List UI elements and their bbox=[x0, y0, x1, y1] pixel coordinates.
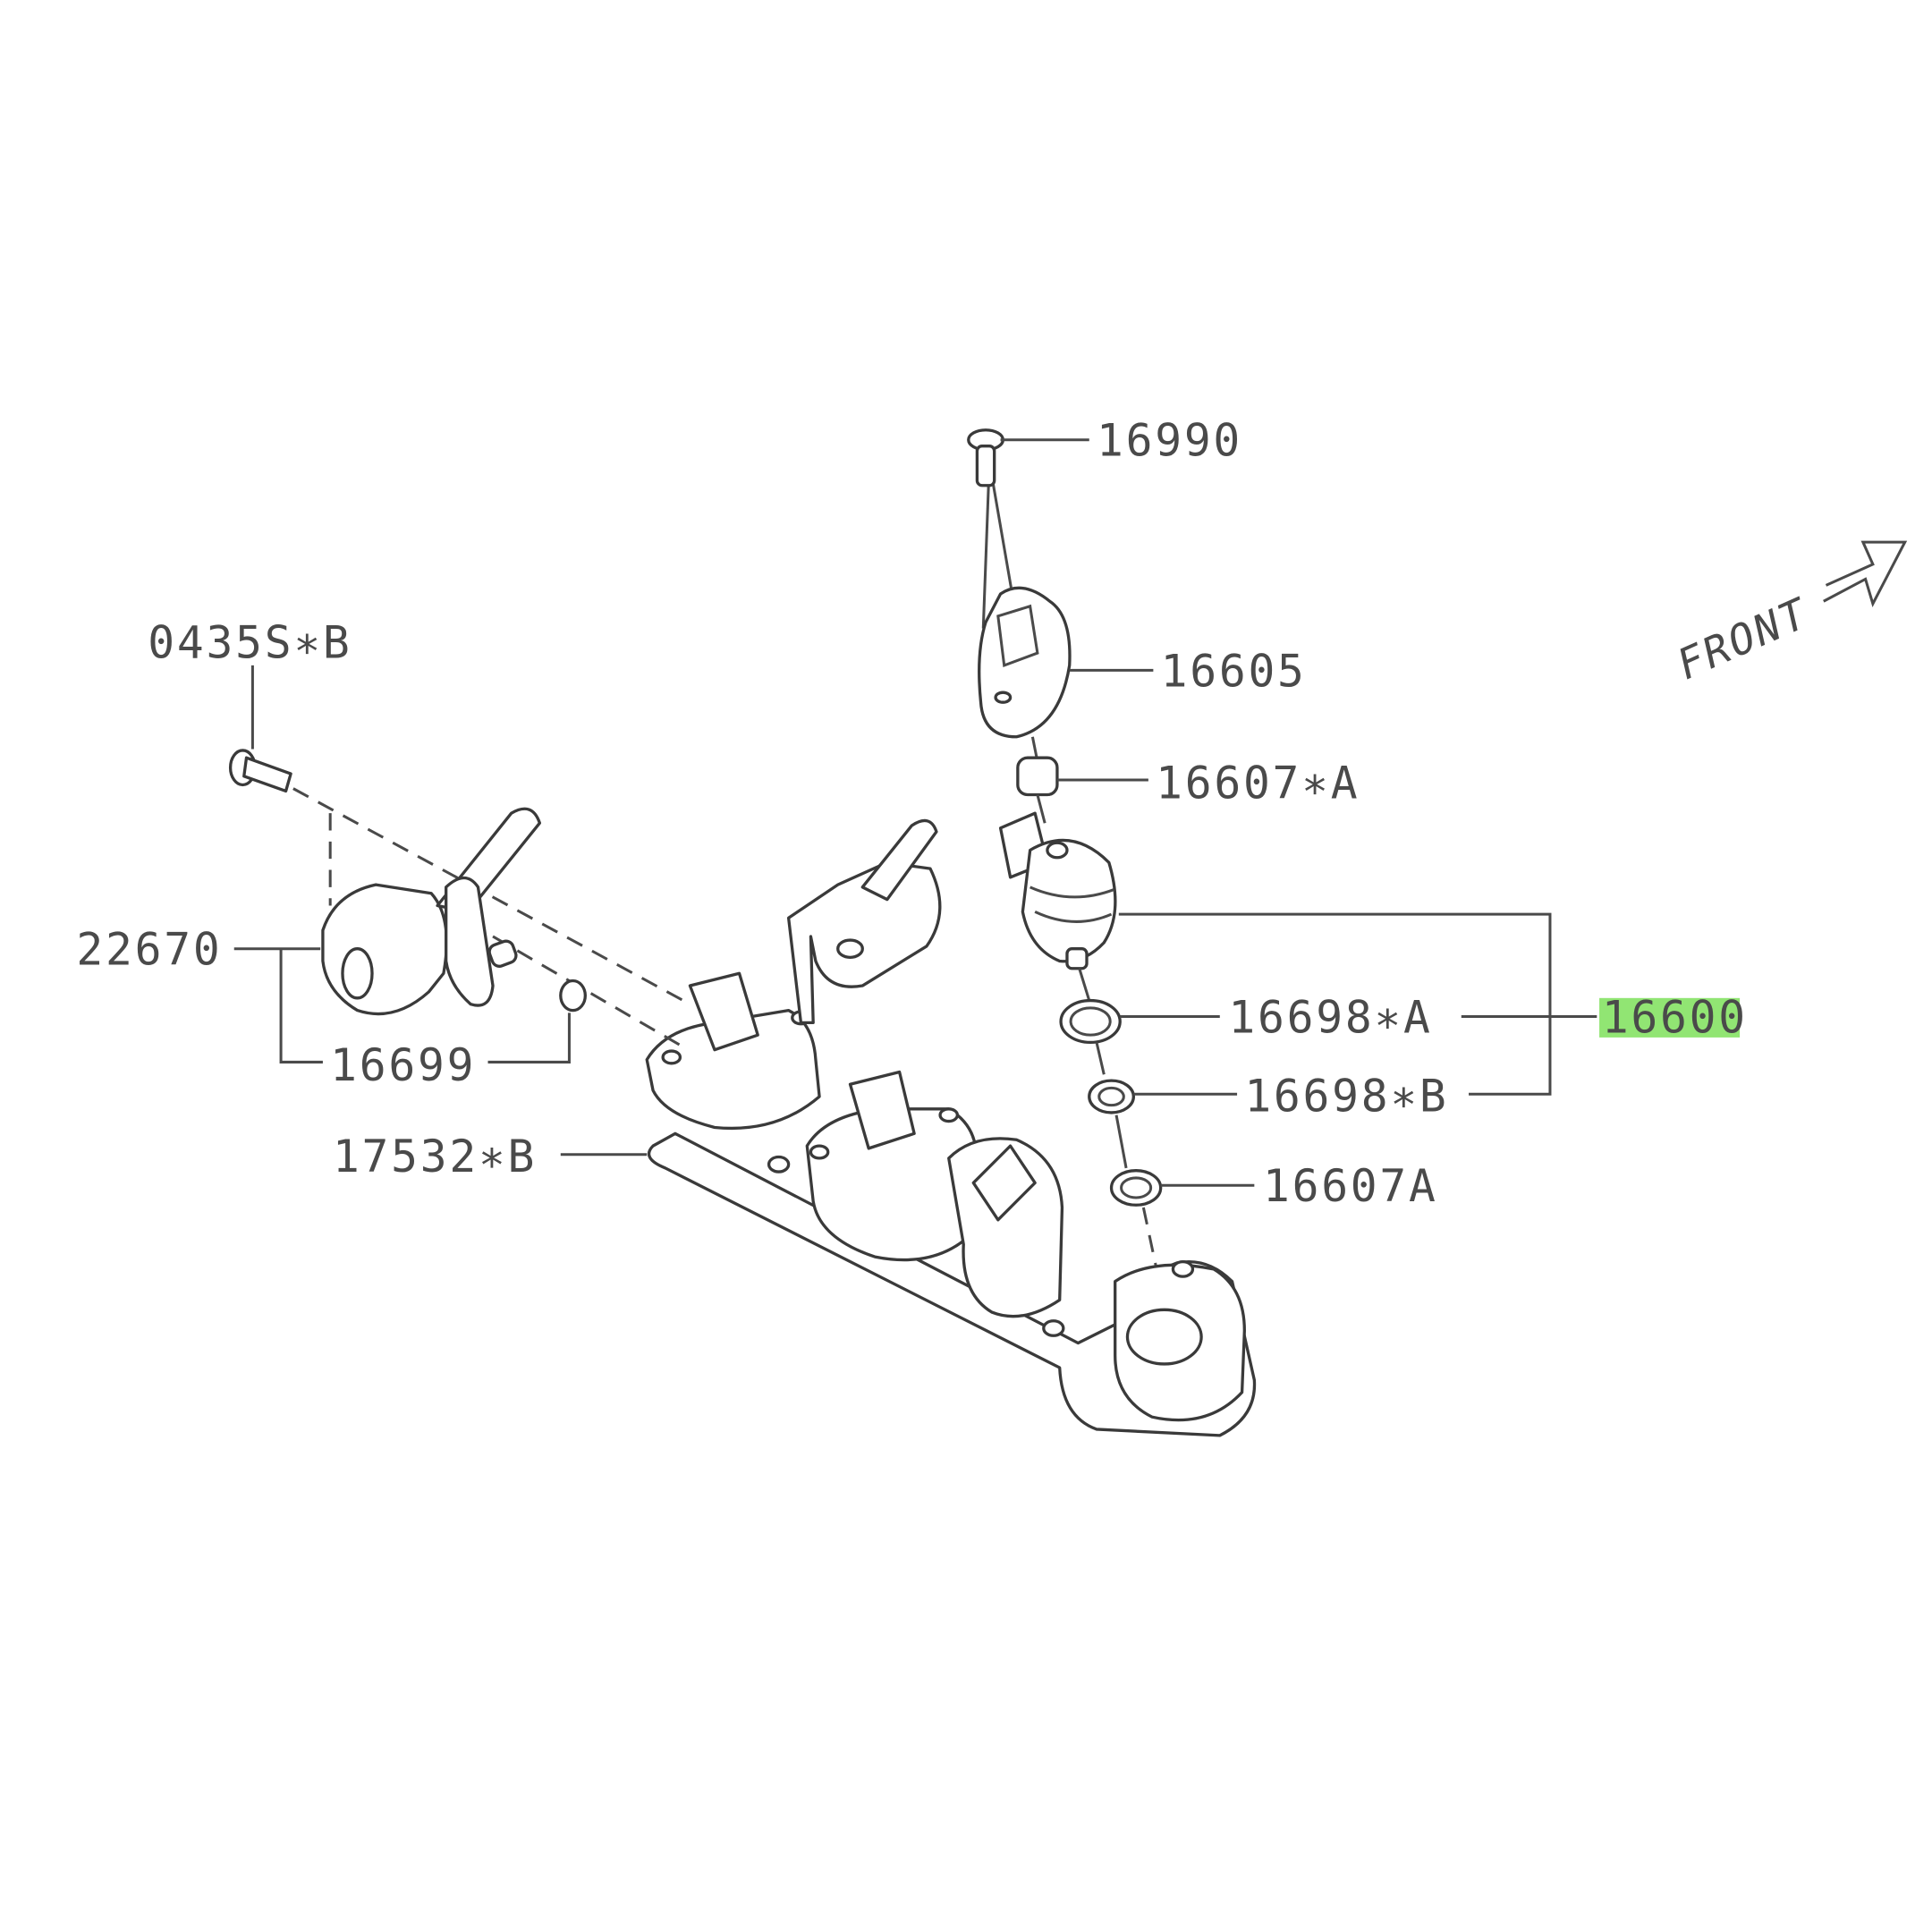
injector-assembly bbox=[967, 428, 1165, 1301]
front-arrow-icon bbox=[1823, 540, 1908, 608]
callout-16600[interactable]: 16600 bbox=[1602, 991, 1748, 1043]
callout-16699: 16699 bbox=[330, 1039, 476, 1091]
fuel-rail-17532-icon bbox=[645, 818, 1257, 1437]
injector-holder-16605-icon bbox=[978, 586, 1072, 739]
callout-labels: 16990 16605 16607∗A 16698∗A 16698∗B 1660… bbox=[76, 415, 1748, 1212]
callout-16698-star-a: 16698∗A bbox=[1228, 991, 1432, 1043]
screw-16990-icon bbox=[967, 428, 1004, 487]
injector-16600-icon bbox=[998, 811, 1117, 970]
front-direction-indicator: FRONT bbox=[1670, 540, 1908, 690]
bolt-0435s-b-icon bbox=[228, 749, 292, 793]
seal-16607a-icon bbox=[1109, 1169, 1163, 1207]
callout-16607a: 16607A bbox=[1263, 1160, 1438, 1212]
callout-17532-star-b: 17532∗B bbox=[333, 1131, 537, 1182]
callout-0435s-star-b: 0435S∗B bbox=[148, 617, 352, 669]
leader-lines bbox=[233, 438, 1597, 1187]
pressure-regulator-22670-icon bbox=[228, 749, 691, 1049]
o-ring-16698-b-icon bbox=[1088, 1079, 1135, 1114]
front-label: FRONT bbox=[1670, 589, 1816, 690]
o-ring-16699-icon bbox=[559, 979, 587, 1013]
seal-16607-a-icon bbox=[1016, 756, 1059, 797]
callout-16990: 16990 bbox=[1097, 415, 1242, 467]
callout-22670: 22670 bbox=[76, 924, 222, 976]
callout-16607-star-a: 16607∗A bbox=[1156, 758, 1360, 809]
callout-16605: 16605 bbox=[1161, 645, 1307, 697]
callout-16698-star-b: 16698∗B bbox=[1244, 1071, 1448, 1123]
highlight-16600 bbox=[1599, 997, 1741, 1038]
